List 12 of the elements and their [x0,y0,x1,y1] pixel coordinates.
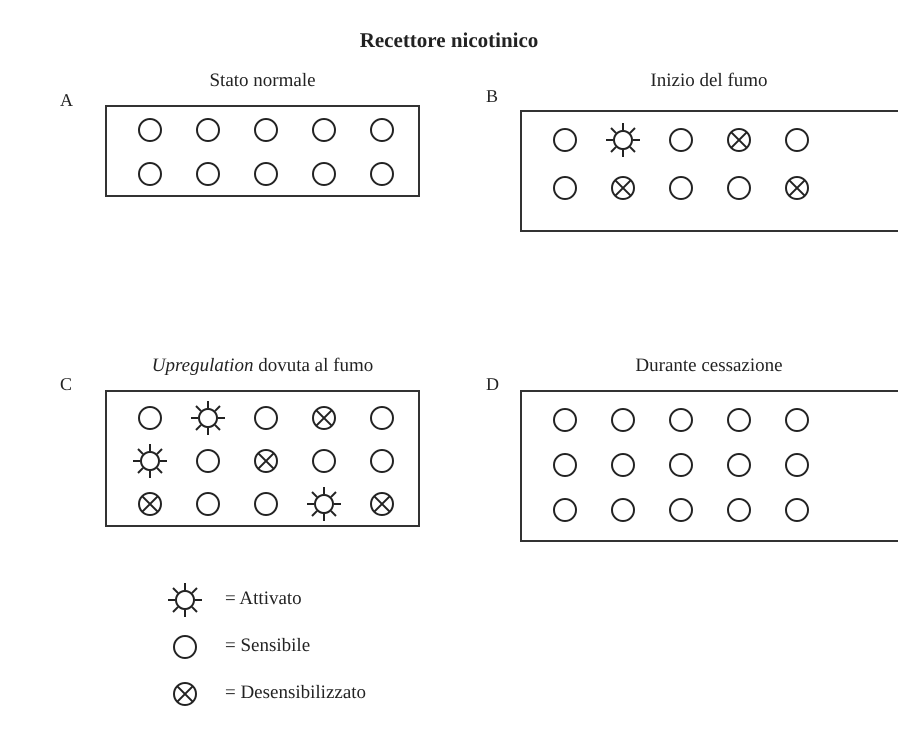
panel-letter: A [60,90,73,111]
panel-letter: C [60,374,72,395]
legend-label: = Attivato [225,588,302,610]
panel-letter: D [486,374,499,395]
panel-heading: Stato normale [208,70,317,92]
legend-label: = Sensibile [225,635,310,657]
panel-letter: B [486,86,498,107]
panel-heading: Upregulation dovuta al fumo [150,355,374,377]
panel-heading: Durante cessazione [634,355,784,377]
diagram-title: Recettore nicotinico [358,28,540,53]
panel-heading: Inizio del fumo [649,70,769,92]
legend-label: = Desensibilizzato [225,682,366,704]
